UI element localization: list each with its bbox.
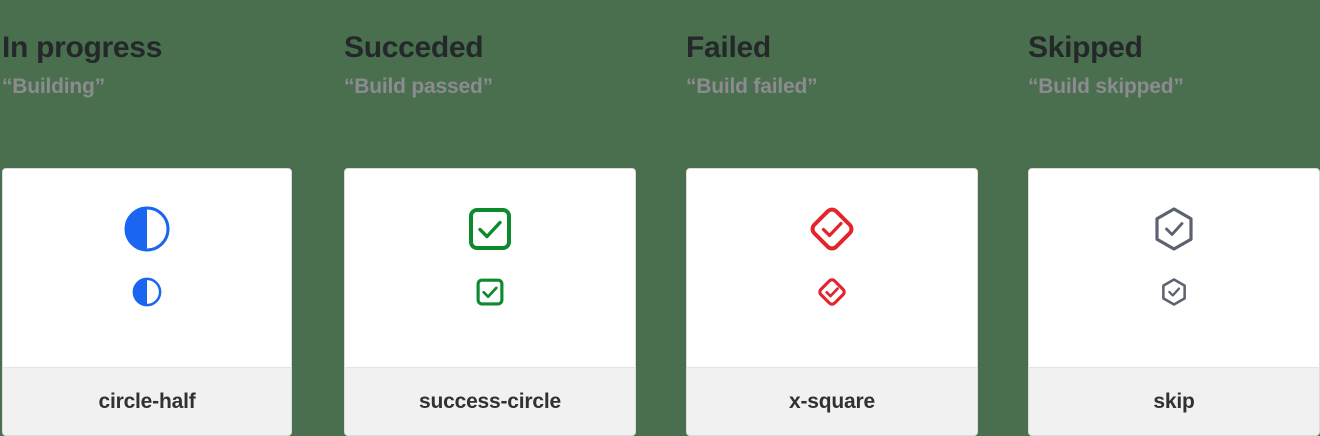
status-column-succeded: Succeded “Build passed” <box>342 0 672 436</box>
circle-half-icon <box>123 205 171 253</box>
column-title: Succeded <box>344 31 484 64</box>
status-column-in-progress: In progress “Building” <box>0 0 330 436</box>
check-hexagon-icon <box>1150 205 1198 253</box>
circle-half-icon-small <box>132 277 162 307</box>
icon-preview-area <box>1029 169 1319 369</box>
check-hexagon-icon-small <box>1159 277 1189 307</box>
column-header: Failed “Build failed” <box>686 30 1006 100</box>
column-title: In progress <box>2 31 163 64</box>
icon-name-label: success-circle <box>419 389 561 413</box>
check-square-icon-small <box>475 277 505 307</box>
status-column-skipped: Skipped “Build skipped” <box>1026 0 1320 436</box>
icon-card-footer: success-circle <box>345 367 635 435</box>
icon-card-circle-half[interactable]: circle-half <box>2 168 292 436</box>
check-square-icon <box>466 205 514 253</box>
icon-preview-area <box>345 169 635 369</box>
icon-card-x-square[interactable]: x-square <box>686 168 978 436</box>
icon-card-footer: x-square <box>687 367 977 435</box>
column-header: Succeded “Build passed” <box>344 30 664 100</box>
check-diamond-icon-small <box>817 277 847 307</box>
column-subtitle: “Build passed” <box>344 75 493 98</box>
check-diamond-icon <box>808 205 856 253</box>
status-column-failed: Failed “Build failed” <box>684 0 1014 436</box>
icon-card-footer: circle-half <box>3 367 291 435</box>
icon-preview-area <box>687 169 977 369</box>
column-header: Skipped “Build skipped” <box>1028 30 1320 100</box>
column-subtitle: “Build failed” <box>686 75 818 98</box>
icon-name-label: skip <box>1153 389 1195 413</box>
icon-name-label: circle-half <box>98 389 196 413</box>
column-subtitle: “Building” <box>2 75 105 98</box>
icon-preview-area <box>3 169 291 369</box>
column-title: Failed <box>686 31 771 64</box>
column-subtitle: “Build skipped” <box>1028 75 1184 98</box>
icon-card-footer: skip <box>1029 367 1319 435</box>
icon-card-skip[interactable]: skip <box>1028 168 1320 436</box>
column-title: Skipped <box>1028 31 1143 64</box>
column-header: In progress “Building” <box>2 30 322 100</box>
icon-name-label: x-square <box>789 389 875 413</box>
icon-card-success-circle[interactable]: success-circle <box>344 168 636 436</box>
